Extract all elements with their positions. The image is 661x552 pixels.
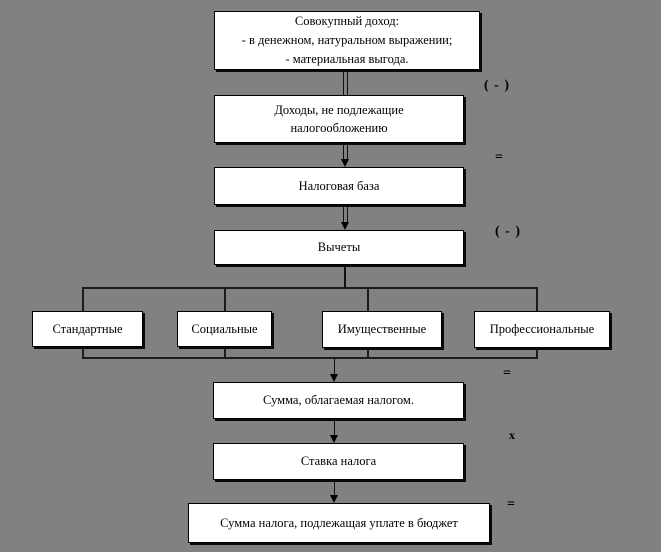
- box-tax-base-label: Налоговая база: [298, 178, 380, 193]
- operator-equals-3: =: [507, 497, 516, 512]
- box-standard-deduction: Стандартные: [32, 311, 143, 347]
- arrowhead-to-taxable-amount: [330, 374, 338, 382]
- box-taxable-amount-label: Сумма, облагаемая налогом.: [263, 393, 414, 408]
- operator-multiply: x: [509, 428, 516, 442]
- arrowhead-to-due: [330, 495, 338, 503]
- box-total-income-line3: - материальная выгода.: [285, 52, 409, 66]
- arrowhead-to-taxbase: [341, 159, 349, 167]
- box-taxable-amount: Сумма, облагаемая налогом.: [213, 382, 464, 419]
- connector-taxbase-to-deductions: [343, 205, 348, 223]
- box-tax-due-label: Сумма налога, подлежащая уплате в бюджет: [220, 515, 458, 530]
- connector-income-to-nontaxable: [343, 70, 348, 96]
- connector-nontaxable-to-taxbase: [343, 143, 348, 160]
- box-nontaxable-income: Доходы, не подлежащие налогообложению: [214, 95, 464, 143]
- box-property-deduction-label: Имущественные: [337, 322, 427, 337]
- box-deductions: Вычеты: [214, 230, 464, 265]
- tree-bottom-rail: [82, 357, 538, 359]
- box-professional-deduction: Профессиональные: [474, 311, 610, 348]
- tree-top-rail: [82, 287, 538, 289]
- operator-minus-1: ( - ): [484, 78, 510, 93]
- box-total-income: Совокупный доход: - в денежном, натураль…: [214, 11, 480, 70]
- box-social-deduction: Социальные: [177, 311, 272, 347]
- connector-rate-to-due: [333, 481, 335, 495]
- connector-deductions-to-rail: [344, 265, 346, 288]
- box-tax-due: Сумма налога, подлежащая уплате в бюджет: [188, 503, 490, 543]
- connector-rail-to-taxable-amount: [333, 358, 335, 375]
- operator-equals-2: =: [503, 366, 512, 381]
- arrowhead-to-deductions: [341, 222, 349, 230]
- box-nontaxable-income-line2: налогообложению: [290, 121, 388, 135]
- arrowhead-to-rate: [330, 435, 338, 443]
- box-deductions-label: Вычеты: [317, 240, 361, 255]
- box-social-deduction-label: Социальные: [191, 321, 258, 336]
- connector-taxable-to-rate: [333, 420, 335, 435]
- operator-equals-1: =: [495, 150, 504, 165]
- box-standard-deduction-label: Стандартные: [52, 321, 123, 336]
- box-tax-rate: Ставка налога: [213, 443, 464, 480]
- box-professional-deduction-label: Профессиональные: [489, 322, 595, 337]
- box-tax-base: Налоговая база: [214, 167, 464, 205]
- box-property-deduction: Имущественные: [322, 311, 442, 348]
- box-total-income-line2: - в денежном, натуральном выражении;: [241, 33, 453, 47]
- box-total-income-line1: Совокупный доход:: [294, 14, 400, 28]
- box-nontaxable-income-line1: Доходы, не подлежащие: [274, 103, 404, 117]
- operator-minus-2: ( - ): [495, 224, 521, 239]
- box-tax-rate-label: Ставка налога: [300, 454, 377, 469]
